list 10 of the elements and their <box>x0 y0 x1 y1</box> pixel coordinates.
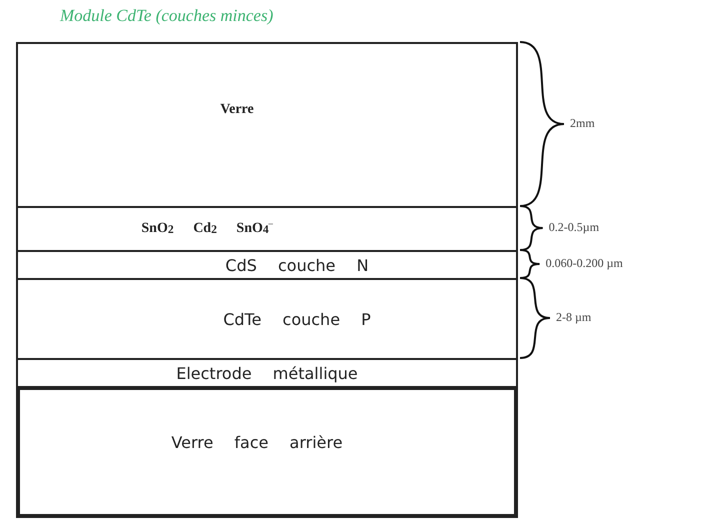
diagram-title: Module CdTe (couches minces) <box>60 6 274 26</box>
electrode-layer: Electrode métallique <box>16 358 518 388</box>
dimension-label: 0.060-0.200 µm <box>546 256 623 271</box>
p-layer: CdTe couche P <box>16 278 518 360</box>
back-glass-layer: Verre face arrière <box>16 386 518 518</box>
dimension-label: 0.2-0.5µm <box>548 220 600 235</box>
dimension-label: 2mm <box>570 116 595 131</box>
dimension-label: 2-8 µm <box>556 310 592 325</box>
glass-layer: Verre <box>16 42 518 208</box>
n-layer: CdS couche N <box>16 250 518 280</box>
